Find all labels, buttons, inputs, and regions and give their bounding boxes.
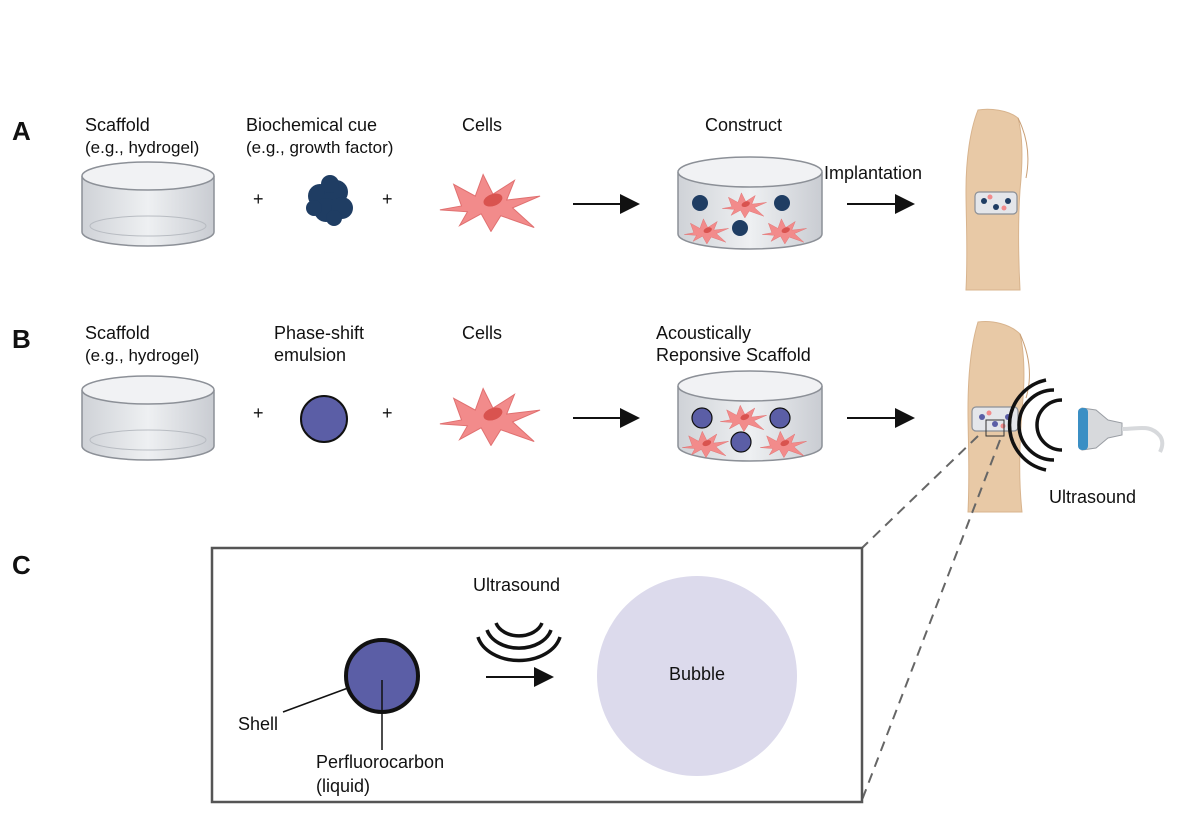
- cell-icon: [439, 388, 541, 446]
- emulsion-droplet-icon: [300, 395, 348, 443]
- plus-sign: +: [382, 189, 393, 209]
- scaffold-b: [81, 375, 215, 461]
- label-bubble: Bubble: [669, 664, 725, 684]
- label-acoustically: Acoustically: [656, 323, 751, 343]
- growth-factor-icon: [692, 195, 708, 211]
- label-ultrasound-c: Ultrasound: [473, 575, 560, 595]
- label-scaffold-b: Scaffold: [85, 323, 150, 343]
- cell-icon: [439, 174, 541, 232]
- leg-icon: [965, 108, 1029, 291]
- shell-pointer: [282, 687, 349, 713]
- label-biochemical-cue-example: (e.g., growth factor): [246, 138, 393, 157]
- panel-letter-b: B: [12, 324, 31, 354]
- label-scaffold-example-b: (e.g., hydrogel): [85, 346, 199, 365]
- panel-b: B Scaffold (e.g., hydrogel) + Phase-shif…: [12, 321, 1165, 513]
- label-responsive-scaffold: Reponsive Scaffold: [656, 345, 811, 365]
- bubble: [597, 576, 797, 776]
- scaffold-a: [81, 161, 215, 247]
- zoom-line-bottom: [861, 439, 1001, 801]
- ultrasound-probe-icon: [1078, 407, 1165, 453]
- label-construct: Construct: [705, 115, 782, 135]
- label-cells-b: Cells: [462, 323, 502, 343]
- label-emulsion: emulsion: [274, 345, 346, 365]
- ultrasound-waves-icon: [1007, 378, 1063, 472]
- zoom-line-top: [861, 435, 979, 549]
- label-implantation: Implantation: [824, 163, 922, 183]
- label-perfluorocarbon: Perfluorocarbon: [316, 752, 444, 772]
- acoustically-responsive-scaffold: [677, 370, 823, 462]
- plus-sign: +: [253, 189, 264, 209]
- label-scaffold-example-a: (e.g., hydrogel): [85, 138, 199, 157]
- label-shell: Shell: [238, 714, 278, 734]
- label-cells-a: Cells: [462, 115, 502, 135]
- panel-letter-a: A: [12, 116, 31, 146]
- growth-factor-icon: [732, 220, 748, 236]
- label-biochemical-cue: Biochemical cue: [246, 115, 377, 135]
- label-liquid: (liquid): [316, 776, 370, 796]
- leg-icon: [967, 321, 1030, 513]
- plus-sign: +: [253, 403, 264, 423]
- label-scaffold-a: Scaffold: [85, 115, 150, 135]
- construct-scaffold: [677, 156, 823, 250]
- plus-sign: +: [382, 403, 393, 423]
- growth-factor-icon: [774, 195, 790, 211]
- panel-c: C Ultrasound Shell Perfluorocarbon (liqu…: [12, 546, 864, 804]
- ultrasound-waves-icon: [476, 622, 562, 663]
- growth-factor-icon: [306, 175, 353, 226]
- label-ultrasound-b: Ultrasound: [1049, 487, 1136, 507]
- label-phase-shift: Phase-shift: [274, 323, 364, 343]
- panel-a: A Scaffold (e.g., hydrogel) + Biochemica…: [12, 108, 1029, 291]
- panel-letter-c: C: [12, 550, 31, 580]
